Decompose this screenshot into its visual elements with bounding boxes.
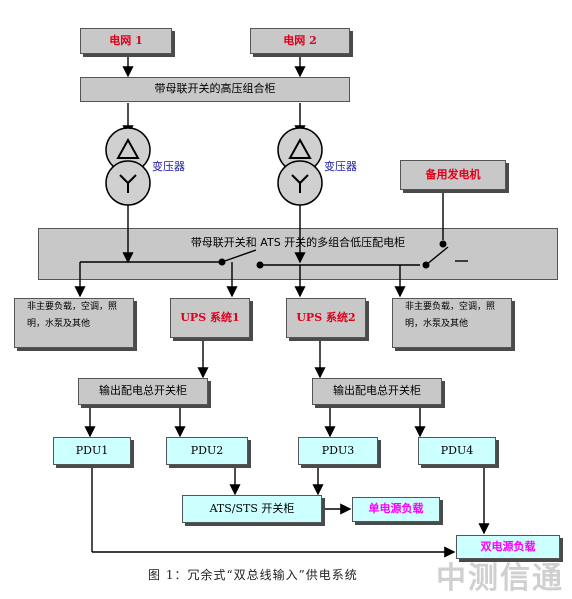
pdu-2-label: PDU2 <box>190 443 224 457</box>
backup-generator-box: 备用发电机 <box>400 160 506 190</box>
output-cabinet-2: 输出配电总开关柜 <box>312 378 442 405</box>
ups-1-box: UPS 系统1 <box>170 298 250 338</box>
pdu-1-box: PDU1 <box>53 437 131 465</box>
figure-caption: 图 1：冗余式“双总线输入”供电系统 <box>148 568 358 582</box>
transformer-2-symbol <box>277 127 323 206</box>
output-cabinet-2-label: 输出配电总开关柜 <box>333 384 421 398</box>
hv-cabinet: 带母联开关的高压组合柜 <box>80 77 350 102</box>
backup-generator-label: 备用发电机 <box>425 167 481 181</box>
single-load-label: 单电源负载 <box>368 502 424 516</box>
single-load-box: 单电源负载 <box>352 497 440 522</box>
ats-sts-box: ATS/STS 开关柜 <box>182 495 322 523</box>
grid-1-box: 电网 1 <box>80 28 172 54</box>
pdu-3-label: PDU3 <box>321 443 355 457</box>
nonessential-load-right-line1: 非主要负载，空调，照 <box>405 302 496 312</box>
transformer-2-label: 变压器 <box>324 160 357 173</box>
pdu-3-box: PDU3 <box>298 437 378 465</box>
pdu-4-label: PDU4 <box>440 443 474 457</box>
nonessential-load-left: 非主要负载，空调，照 明，水泵及其他 <box>14 298 134 348</box>
dual-load-box: 双电源负载 <box>456 535 560 559</box>
ups-1-label: UPS 系统1 <box>180 310 240 324</box>
nonessential-load-right-line2: 明，水泵及其他 <box>405 319 469 330</box>
dual-load-label: 双电源负载 <box>480 539 536 553</box>
watermark-logo: 中测信通 <box>436 561 564 596</box>
pdu-2-box: PDU2 <box>166 437 248 465</box>
nonessential-load-left-line2: 明，水泵及其他 <box>27 319 91 330</box>
transformer-1-symbol <box>105 127 151 206</box>
pdu-1-label: PDU1 <box>75 443 109 457</box>
grid-1-label: 电网 1 <box>109 33 143 47</box>
grid-2-box: 电网 2 <box>250 28 350 54</box>
hv-cabinet-label: 带母联开关的高压组合柜 <box>154 82 276 96</box>
grid-2-label: 电网 2 <box>283 33 317 47</box>
nonessential-load-left-line1: 非主要负载，空调，照 <box>27 302 118 312</box>
ups-2-box: UPS 系统2 <box>286 298 366 338</box>
transformer-1-label: 变压器 <box>152 160 185 173</box>
nonessential-load-right: 非主要负载，空调，照 明，水泵及其他 <box>392 298 512 348</box>
output-cabinet-1: 输出配电总开关柜 <box>78 378 208 405</box>
output-cabinet-1-label: 输出配电总开关柜 <box>99 384 187 398</box>
ups-2-label: UPS 系统2 <box>296 310 356 324</box>
ats-sts-label: ATS/STS 开关柜 <box>209 501 295 515</box>
pdu-4-box: PDU4 <box>418 437 496 465</box>
